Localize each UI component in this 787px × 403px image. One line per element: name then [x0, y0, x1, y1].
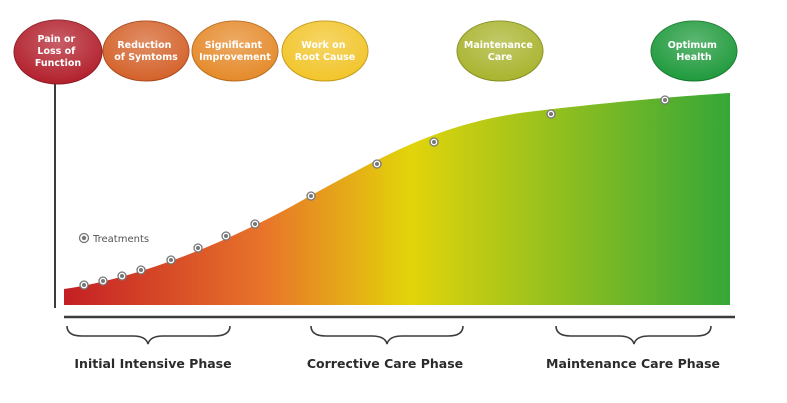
phase-brace-maintenance [555, 325, 712, 345]
treatment-marker [79, 280, 89, 290]
stage-label: Reduction of Symtoms [114, 40, 178, 63]
stage-label: Maintenance Care [464, 40, 536, 63]
stage-bubble-optimum: Optimum Health [650, 20, 738, 82]
stage-bubble-reduction: Reduction of Symtoms [102, 20, 190, 82]
stage-label: Significant Improvement [199, 40, 271, 63]
phase-brace-initial [66, 325, 231, 345]
stage-bubble-root-cause: Work on Root Cause [281, 20, 369, 82]
stage-bubble-significant: Significant Improvement [191, 20, 279, 82]
treatment-marker [136, 265, 146, 275]
treatment-marker [193, 243, 203, 253]
phase-label-corrective: Corrective Care Phase [307, 356, 463, 371]
treatment-marker [117, 271, 127, 281]
treatment-marker [660, 95, 670, 105]
legend-label: Treatments [92, 234, 149, 245]
treatment-marker [429, 137, 439, 147]
stage-label: Pain or Loss of Function [35, 34, 81, 69]
treatment-marker [306, 191, 316, 201]
phase-label-initial: Initial Intensive Phase [74, 356, 231, 371]
treatment-marker [98, 276, 108, 286]
stage-label: Work on Root Cause [295, 40, 355, 63]
treatment-marker [166, 255, 176, 265]
phase-brace-corrective [310, 325, 464, 345]
treatments-legend: Treatments [78, 232, 149, 245]
treatment-marker [546, 109, 556, 119]
treatment-marker [372, 159, 382, 169]
growth-curve-area [64, 93, 730, 305]
stage-bubble-maintenance: Maintenance Care [456, 20, 544, 82]
treatment-marker [221, 231, 231, 241]
stage-bubble-pain: Pain or Loss of Function [13, 19, 103, 85]
treatment-markers [79, 95, 670, 290]
treatment-marker [250, 219, 260, 229]
stage-label: Optimum Health [668, 40, 721, 63]
phase-label-maintenance: Maintenance Care Phase [546, 356, 720, 371]
